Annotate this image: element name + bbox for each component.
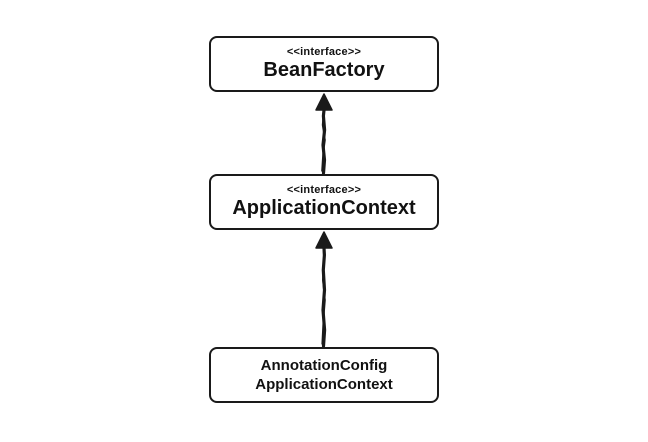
arrowhead-applicationcontext [315,231,333,249]
edge-annotation-to-applicationcontext [315,231,333,348]
applicationcontext-node: <<interface>> ApplicationContext [209,174,439,230]
applicationcontext-name: ApplicationContext [232,197,416,219]
beanfactory-name: BeanFactory [263,59,385,81]
edge-applicationcontext-to-beanfactory [315,93,333,175]
beanfactory-node: <<interface>> BeanFactory [209,36,439,92]
annotation-name-line2: ApplicationContext [255,376,393,393]
arrowhead-beanfactory [315,93,333,111]
annotation-name-line1: AnnotationConfig [260,357,388,374]
beanfactory-stereotype: <<interface>> [286,46,362,58]
applicationcontext-stereotype: <<interface>> [286,184,362,196]
annotationconfigapplicationcontext-node: AnnotationConfig ApplicationContext [209,347,439,403]
